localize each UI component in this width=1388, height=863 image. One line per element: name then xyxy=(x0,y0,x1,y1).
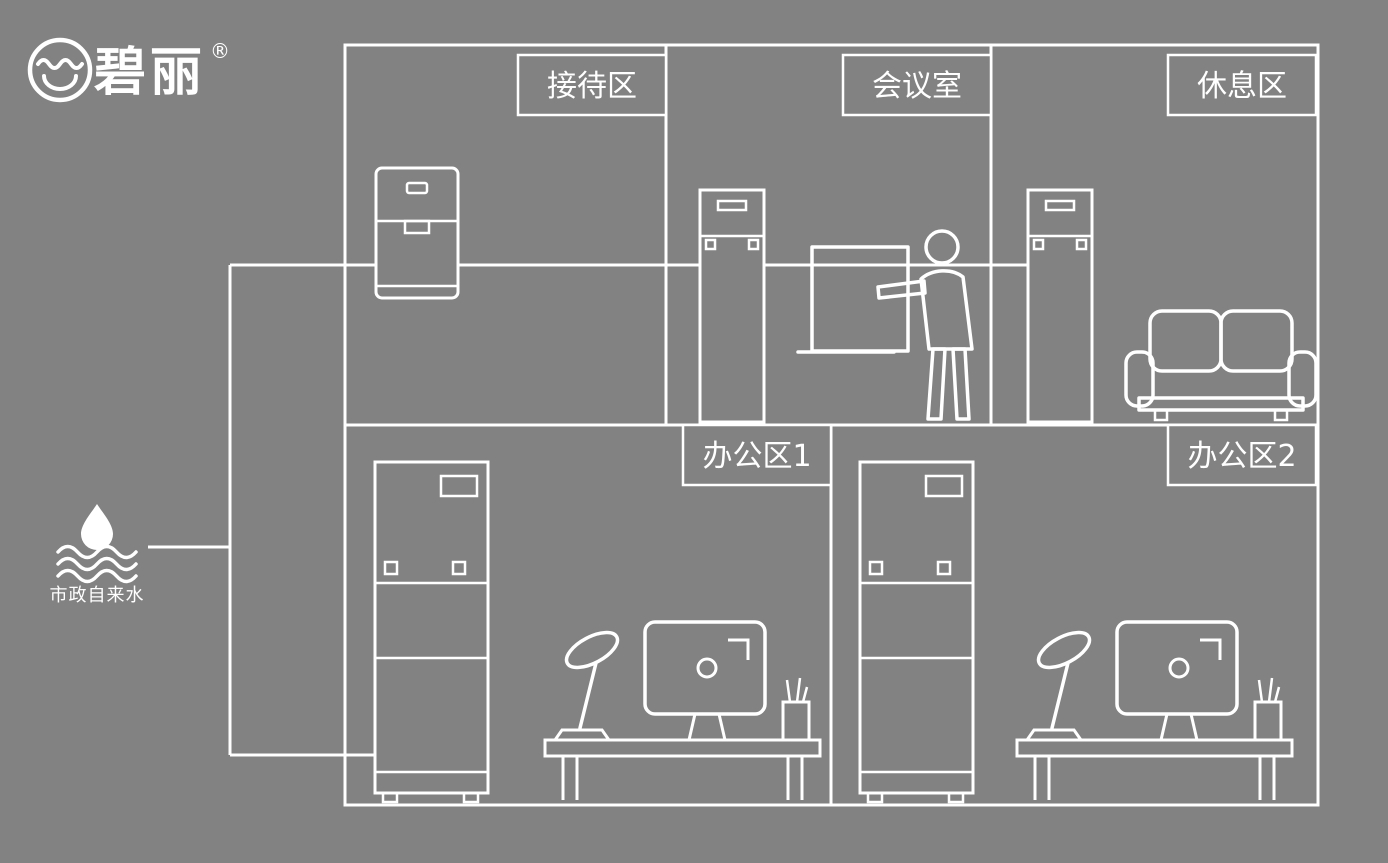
room-label-text: 办公区1 xyxy=(702,439,811,474)
sofa-base xyxy=(1137,396,1305,412)
room-label-text: 休息区 xyxy=(1197,69,1287,104)
outer-wall xyxy=(343,43,1320,807)
water-source-label: 市政自来水 xyxy=(50,585,145,606)
water-wave-3 xyxy=(56,568,138,584)
sofa-back-left xyxy=(1148,309,1223,373)
presenter-head xyxy=(924,229,960,265)
dispenser-spout xyxy=(403,219,431,235)
room-label-reception: 接待区 xyxy=(516,53,668,117)
sofa-icon xyxy=(1124,309,1318,422)
water-source: 市政自来水 xyxy=(50,504,145,606)
label-box xyxy=(681,423,833,487)
brand-logo: 碧丽 ® xyxy=(27,37,230,103)
whiteboard xyxy=(810,245,910,353)
presenter-leg-right xyxy=(951,347,971,421)
standing-water-dispenser-icon xyxy=(698,188,766,424)
logo-circle xyxy=(27,37,93,103)
office-desk-icon xyxy=(543,620,822,802)
room-label-text: 会议室 xyxy=(872,69,962,104)
presenter-leg-left xyxy=(926,347,947,421)
dispenser-body xyxy=(374,166,460,300)
presenter-arm xyxy=(876,279,927,300)
room-label-office2: 办公区2 xyxy=(1166,423,1318,487)
water-drop-icon xyxy=(81,504,113,550)
sofa-foot-left xyxy=(1153,408,1169,422)
pipe-lines xyxy=(148,263,1028,757)
label-box xyxy=(1166,53,1318,117)
presenter-at-whiteboard-icon xyxy=(796,229,974,421)
office-desk-icon xyxy=(1015,620,1294,802)
label-box xyxy=(1166,423,1318,487)
registered-mark: ® xyxy=(210,39,230,63)
floor-standing-water-purifier-icon xyxy=(373,460,490,804)
presenter-torso xyxy=(919,269,974,351)
standing-water-dispenser-icon xyxy=(1026,188,1094,424)
room-label-text: 接待区 xyxy=(547,69,637,104)
label-box xyxy=(516,53,668,117)
room-label-meeting: 会议室 xyxy=(841,53,993,117)
water-wave-2 xyxy=(56,556,138,572)
logo-wave xyxy=(36,58,84,70)
room-label-text: 办公区2 xyxy=(1187,439,1296,474)
room-label-rest: 休息区 xyxy=(1166,53,1318,117)
brand-name: 碧丽 xyxy=(94,43,206,103)
logo-cup xyxy=(42,74,78,91)
floor-standing-water-purifier-icon xyxy=(858,460,975,804)
water-wave-1 xyxy=(56,544,138,560)
sofa-foot-right xyxy=(1273,408,1289,422)
dispenser-display xyxy=(405,181,429,195)
sofa-back-right xyxy=(1219,309,1294,373)
water-supply-pipe xyxy=(148,263,1028,757)
countertop-water-dispenser-icon xyxy=(374,166,460,300)
label-box xyxy=(841,53,993,117)
room-label-office1: 办公区1 xyxy=(681,423,833,487)
